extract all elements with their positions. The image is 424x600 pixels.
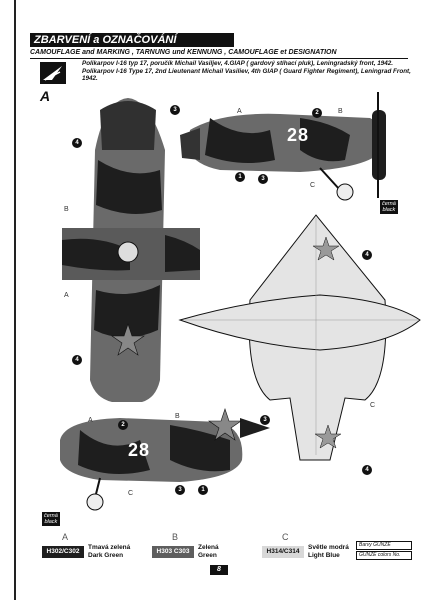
underside-drawing [178, 214, 421, 461]
swatch-green-label: Zelená Green [198, 544, 219, 560]
color-letter: B [338, 108, 343, 115]
page-subtitle: CAMOUFLAGE and MARKING , TARNUNG und KEN… [30, 47, 408, 59]
aircraft-description: Polikarpov I-16 typ 17, poručík Michail … [82, 60, 412, 83]
page-margin-line [14, 0, 16, 600]
swatch-letter: B [172, 532, 179, 542]
callout-marker: 2 [312, 108, 322, 118]
callout-marker: 3 [170, 105, 180, 115]
color-letter: C [370, 402, 376, 409]
side-profile-bottom [60, 408, 270, 511]
swatch-name-cz: Světle modrá [308, 544, 349, 551]
callout-marker: 2 [118, 420, 128, 430]
callout-marker: 4 [362, 465, 372, 475]
color-letter: A [64, 292, 69, 299]
callout-marker: 1 [198, 485, 208, 495]
swatch-name-cz: Zelená [198, 544, 219, 551]
variant-letter: A [40, 88, 51, 104]
side-profile-top [180, 92, 386, 201]
callout-marker: 4 [72, 355, 82, 365]
legend-subtitle: GUNZE colors No. [356, 551, 412, 560]
black-color-tag: černá black [380, 200, 398, 214]
legend-title: Barvy GUNZE [356, 541, 412, 550]
color-letter: A [237, 108, 242, 115]
swatch-light-blue-label: Světle modrá Light Blue [308, 544, 349, 560]
swatch-letter: C [282, 532, 289, 542]
paint-brand-legend: Barvy GUNZE GUNZE colors No. [356, 540, 412, 560]
black-color-tag: černá black [42, 512, 60, 526]
callout-marker: 4 [72, 138, 82, 148]
callout-marker: 3 [258, 174, 268, 184]
page-number: 8 [210, 565, 228, 575]
black-tag-cz: černá [44, 513, 58, 519]
black-tag-cz: černá [382, 201, 396, 207]
page-title: ZBARVENÍ a OZNAČOVÁNÍ [30, 33, 234, 47]
logo-icon [40, 62, 66, 84]
color-letter: B [175, 413, 180, 420]
color-letter: C [310, 182, 316, 189]
color-letter: B [64, 206, 69, 213]
callout-marker: 4 [362, 250, 372, 260]
swatch-letter: A [62, 532, 69, 542]
swatch-green: H303 C303 [152, 546, 194, 558]
color-letter: C [128, 490, 134, 497]
description-czech: Polikarpov I-16 typ 17, poručík Michail … [82, 60, 393, 67]
color-letter: A [88, 417, 93, 424]
callout-marker: 3 [175, 485, 185, 495]
callout-marker: 3 [260, 415, 270, 425]
swatch-name-en: Green [198, 552, 217, 559]
swatch-light-blue: H314/C314 [262, 546, 304, 558]
swatch-name-cz: Tmavá zelená [88, 544, 131, 551]
description-english: Polikarpov I-16 Type 17, 2nd Lieutenant … [82, 67, 411, 83]
tail-number-bottom: 28 [128, 440, 151, 460]
top-view-drawing [62, 98, 200, 402]
swatch-name-en: Light Blue [308, 552, 340, 559]
callout-marker: 1 [235, 172, 245, 182]
swatch-dark-green-label: Tmavá zelená Dark Green [88, 544, 130, 560]
black-tag-en: black [44, 519, 58, 525]
tail-number-top: 28 [287, 125, 310, 145]
black-tag-en: black [382, 207, 396, 213]
swatch-dark-green: H302/C302 [42, 546, 84, 558]
swatch-name-en: Dark Green [88, 552, 124, 559]
